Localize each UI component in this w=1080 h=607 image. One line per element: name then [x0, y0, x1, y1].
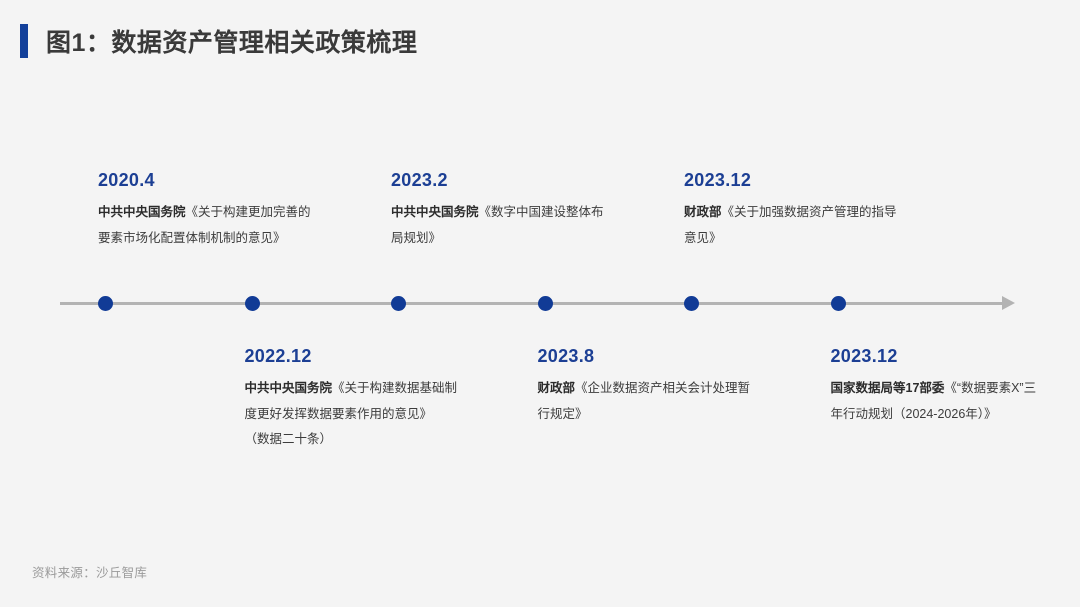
timeline-entry: 2020.4 中共中央国务院《关于构建更加完善的要素市场化配置体制机制的意见》	[98, 170, 313, 251]
entry-document: 《关于加强数据资产管理的指导意见》	[684, 205, 897, 245]
entry-document: 《数字中国建设整体布局规划》	[391, 205, 604, 245]
entry-text: 财政部《企业数据资产相关会计处理暂行规定》	[538, 376, 753, 427]
entry-document: 《企业数据资产相关会计处理暂行规定》	[537, 381, 751, 421]
timeline-dot	[830, 296, 846, 311]
timeline-entry: 2023.8 财政部《企业数据资产相关会计处理暂行规定》	[538, 346, 753, 427]
page-header: 图1：数据资产管理相关政策梳理	[20, 22, 417, 60]
entry-document: 《关于构建更加完善的要素市场化配置体制机制的意见》	[98, 205, 311, 245]
timeline-entry: 2023.12 国家数据局等17部委《“数据要素X”三年行动规划（2024-202…	[831, 346, 1046, 427]
entry-year: 2023.12	[684, 170, 752, 190]
entry-document: 《关于构建数据基础制度更好发挥数据要素作用的意见》	[244, 381, 458, 421]
entry-year: 2022.12	[244, 346, 312, 366]
entry-year: 2020.4	[98, 170, 155, 190]
entry-year: 2023.12	[830, 346, 898, 366]
timeline-dot	[98, 296, 113, 311]
timeline-axis	[60, 296, 1015, 312]
timeline-dot	[244, 296, 260, 311]
page-title: 图1：数据资产管理相关政策梳理	[46, 29, 418, 57]
timeline-arrow-icon	[1002, 296, 1015, 310]
entry-agency: 中共中央国务院	[98, 205, 186, 219]
title-accent-bar	[20, 24, 28, 58]
entry-agency: 中共中央国务院	[244, 381, 333, 395]
timeline-line	[60, 302, 1006, 305]
entry-text: 中共中央国务院《关于构建数据基础制度更好发挥数据要素作用的意见》	[245, 376, 460, 427]
entry-note: （数据二十条）	[244, 432, 333, 447]
entry-agency: 国家数据局等17部委	[830, 381, 945, 395]
entry-text: 财政部《关于加强数据资产管理的指导意见》	[684, 200, 899, 251]
entry-text: 中共中央国务院《数字中国建设整体布局规划》	[391, 200, 606, 251]
entry-agency: 中共中央国务院	[391, 205, 479, 219]
timeline-dot	[684, 296, 699, 311]
entry-document: 《“数据要素X”三年行动规划（2024-2026年）》	[830, 381, 1037, 421]
timeline-dot	[537, 296, 553, 311]
entry-year: 2023.2	[391, 170, 448, 190]
source-note: 资料来源：沙丘智库	[32, 566, 148, 580]
entry-agency: 财政部	[537, 381, 576, 395]
entry-year: 2023.8	[537, 346, 595, 366]
timeline-entry: 2023.12 财政部《关于加强数据资产管理的指导意见》	[684, 170, 899, 251]
timeline-dot	[391, 296, 406, 311]
entry-text: 国家数据局等17部委《“数据要素X”三年行动规划（2024-2026年）》	[831, 376, 1046, 427]
timeline-entry: 2023.2 中共中央国务院《数字中国建设整体布局规划》	[391, 170, 606, 251]
entry-agency: 财政部	[684, 205, 722, 219]
entry-text: 中共中央国务院《关于构建更加完善的要素市场化配置体制机制的意见》	[98, 200, 313, 251]
timeline-entry: 2022.12 中共中央国务院《关于构建数据基础制度更好发挥数据要素作用的意见》 （…	[245, 346, 460, 453]
